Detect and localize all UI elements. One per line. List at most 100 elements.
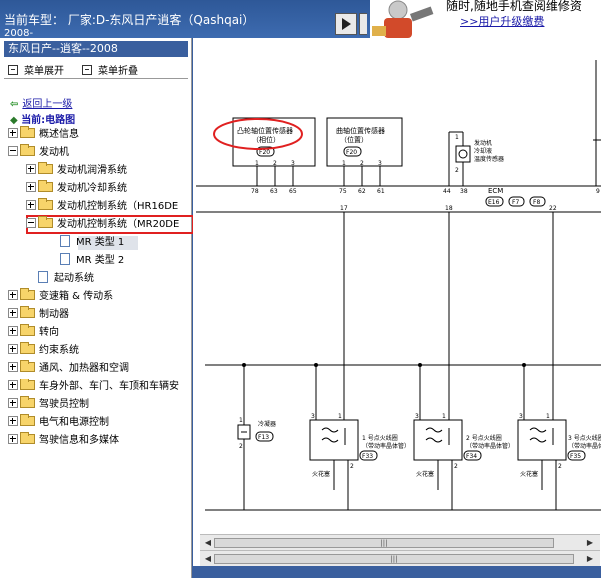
expand-toggle-icon[interactable]: [8, 308, 18, 318]
document-icon: [38, 271, 48, 283]
ecm-label: ECM: [488, 187, 503, 195]
divider: [4, 78, 188, 79]
expand-toggle-icon[interactable]: [8, 128, 18, 138]
tree-item-mr-type-1[interactable]: MR 类型 1: [60, 235, 124, 251]
expand-toggle-icon[interactable]: [26, 200, 36, 210]
collapse-toggle-icon[interactable]: [26, 218, 36, 228]
svg-text:2: 2: [455, 167, 459, 174]
scroll-thumb[interactable]: |||: [214, 554, 574, 564]
svg-text:3: 3: [291, 160, 295, 167]
folder-icon: [20, 432, 35, 444]
tree-item-mr-type-2[interactable]: MR 类型 2: [60, 253, 124, 269]
expand-toggle-icon[interactable]: [8, 344, 18, 354]
tree-item-engine[interactable]: 发动机: [8, 144, 69, 161]
expand-toggle-icon[interactable]: [8, 434, 18, 444]
selection-highlight: [78, 236, 138, 250]
svg-text:2: 2: [273, 160, 277, 167]
folder-icon: [20, 342, 35, 354]
tree-item-overview[interactable]: 概述信息: [8, 126, 79, 143]
expand-toggle-icon[interactable]: [26, 164, 36, 174]
coil-3-label-1: 3 号点火线圈: [568, 434, 601, 442]
document-icon: [60, 235, 70, 247]
expand-toggle-icon[interactable]: [8, 290, 18, 300]
svg-text:1: 1: [255, 160, 259, 167]
current-vehicle-year: 2008-: [4, 28, 34, 38]
collapse-menu-button[interactable]: 菜单折叠: [82, 62, 138, 77]
tree-item-hvac[interactable]: 通风、加热器和空调: [8, 360, 129, 377]
svg-text:17: 17: [340, 205, 348, 212]
scroll-right-icon[interactable]: ▶: [586, 554, 594, 563]
folder-icon: [20, 360, 35, 372]
tree-item-engine-control-mr20de[interactable]: 发动机控制系统（MR20DE: [26, 216, 179, 233]
horizontal-scrollbar-inner[interactable]: ◀ ||| ▶: [200, 534, 600, 551]
tree-item-body-exterior[interactable]: 车身外部、车门、车顶和车辆安: [8, 379, 192, 395]
expand-menu-button[interactable]: 菜单展开: [8, 62, 64, 77]
folder-open-icon: [38, 216, 53, 228]
nav-button-partial[interactable]: [359, 13, 367, 35]
tree-item-restraint[interactable]: 约束系统: [8, 342, 79, 359]
svg-text:1: 1: [455, 134, 459, 141]
spark-plug-1-label: 火花塞: [312, 470, 330, 478]
next-arrow-button[interactable]: [335, 13, 357, 35]
scroll-left-icon[interactable]: ◀: [204, 554, 212, 563]
coil-3-code: F35: [570, 453, 581, 460]
collapse-toggle-icon[interactable]: [8, 146, 18, 156]
crank-sensor-code: F20: [346, 149, 357, 156]
horizontal-scrollbar-outer[interactable]: ◀ ||| ▶: [200, 550, 600, 567]
back-arrow-icon: ⇦: [10, 99, 19, 110]
scroll-left-icon[interactable]: ◀: [204, 538, 212, 547]
cam-sensor-label-2: （相位）: [252, 135, 280, 144]
expand-toggle-icon[interactable]: [8, 416, 18, 426]
tree-item-brakes[interactable]: 制动器: [8, 306, 69, 323]
folder-icon: [20, 324, 35, 336]
svg-text:1: 1: [342, 160, 346, 167]
tree-item-engine-lubrication[interactable]: 发动机润滑系统: [26, 162, 127, 179]
svg-text:3: 3: [311, 413, 315, 420]
temp-sensor-label-3: 温度传感器: [474, 155, 504, 163]
tree-item-engine-cooling[interactable]: 发动机冷却系统: [26, 180, 127, 197]
condenser-label: 冷凝器: [258, 420, 276, 428]
expand-toggle-icon[interactable]: [26, 182, 36, 192]
crank-sensor-label-1: 曲轴位置传感器: [336, 126, 385, 135]
temp-sensor-label-1: 发动机: [474, 139, 492, 147]
tree-item-starting-system[interactable]: 起动系统: [38, 271, 94, 287]
svg-text:65: 65: [289, 188, 297, 195]
bottom-strip: [193, 566, 601, 578]
tree-item-driver-info-multimedia[interactable]: 驾驶信息和多媒体: [8, 432, 119, 449]
upgrade-payment-link[interactable]: >>用户升级缴费: [460, 15, 545, 28]
svg-text:18: 18: [445, 205, 453, 212]
scroll-right-icon[interactable]: ▶: [586, 538, 594, 547]
tree-item-driver-controls[interactable]: 驾驶员控制: [8, 396, 89, 413]
expand-toggle-icon[interactable]: [8, 326, 18, 336]
svg-text:3: 3: [519, 413, 523, 420]
svg-text:3: 3: [378, 160, 382, 167]
ecm-code-1: E16: [488, 199, 500, 206]
ignition-coil-2: [413, 419, 463, 461]
back-link[interactable]: ⇦返回上一级: [10, 99, 73, 110]
folder-icon: [20, 379, 35, 390]
tree-item-steering[interactable]: 转向: [8, 324, 59, 341]
svg-text:1: 1: [239, 417, 243, 424]
collapse-icon: [82, 65, 92, 75]
panel-title: 东风日产--逍客--2008: [4, 41, 188, 57]
folder-icon: [20, 306, 35, 318]
wiring-diagram-view[interactable]: 凸轮轴位置传感器 （相位） F20 1 2 3 曲轴位置传感器 （位置） F20…: [193, 38, 601, 578]
svg-text:2: 2: [360, 160, 364, 167]
svg-text:61: 61: [377, 188, 385, 195]
svg-text:2: 2: [350, 463, 354, 470]
coil-1-label-1: 1 号点火线圈: [362, 434, 398, 442]
cam-sensor-code: F20: [259, 149, 270, 156]
svg-text:44: 44: [443, 188, 451, 195]
scroll-thumb[interactable]: |||: [214, 538, 554, 548]
play-arrow-icon: [342, 18, 351, 30]
tree-item-electrical-power[interactable]: 电气和电源控制: [8, 414, 109, 431]
folder-icon: [38, 180, 53, 192]
expand-toggle-icon[interactable]: [8, 362, 18, 372]
expand-toggle-icon[interactable]: [8, 398, 18, 408]
tree-item-engine-control-hr16de[interactable]: 发动机控制系统（HR16DE: [26, 198, 178, 215]
expand-toggle-icon[interactable]: [8, 380, 18, 390]
tree-item-transmission[interactable]: 变速箱 & 传动系: [8, 288, 113, 305]
svg-text:38: 38: [460, 188, 468, 195]
mascot-image: [370, 0, 440, 38]
ignition-coil-3: [517, 419, 567, 461]
